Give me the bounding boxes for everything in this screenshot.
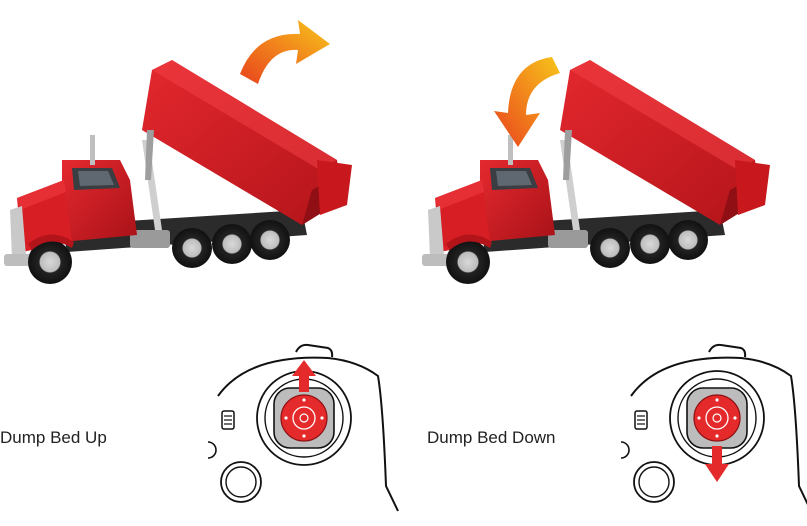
remote-controller-icon (208, 336, 408, 526)
remote-controller-icon (621, 336, 807, 526)
dump-bed-up-label: Dump Bed Up (0, 428, 107, 448)
dump-bed-down-label: Dump Bed Down (427, 428, 556, 448)
truck-lowering-panel (410, 0, 807, 300)
curved-arrow-up-icon (238, 12, 333, 87)
dump-truck-lowering-icon (420, 30, 780, 290)
curved-arrow-down-icon (490, 55, 565, 150)
truck-raising-panel (0, 0, 400, 300)
